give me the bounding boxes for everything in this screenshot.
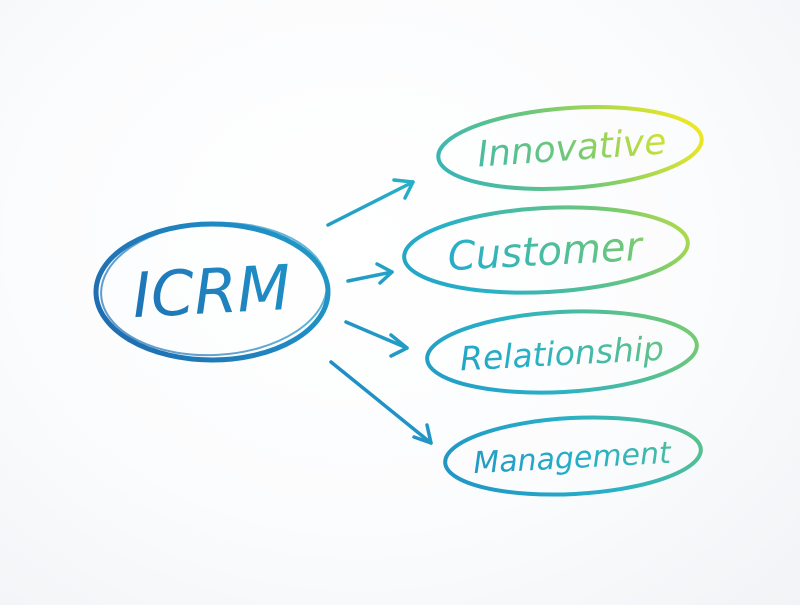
item-label: Relationship xyxy=(459,329,665,379)
item-ellipse xyxy=(402,205,690,295)
item-label: Innovative xyxy=(476,121,668,175)
arrow-to-relationship xyxy=(344,320,409,358)
item-ellipse xyxy=(436,105,704,191)
arrow-to-customer xyxy=(346,262,394,285)
item-label: Management xyxy=(472,436,672,481)
item-innovative: Innovative xyxy=(436,105,704,191)
item-relationship: Relationship xyxy=(425,309,699,395)
arrow-to-management xyxy=(329,360,433,445)
item-management: Management xyxy=(443,415,703,497)
item-ellipse xyxy=(425,309,699,395)
item-label: Customer xyxy=(447,224,646,280)
item-ellipse xyxy=(443,415,703,497)
center-label: ICRM xyxy=(131,251,293,332)
arrow-to-innovative xyxy=(326,178,415,227)
center-node: ICRM xyxy=(93,221,331,363)
center-ellipse-overstroke xyxy=(100,221,328,357)
item-customer: Customer xyxy=(402,205,690,295)
